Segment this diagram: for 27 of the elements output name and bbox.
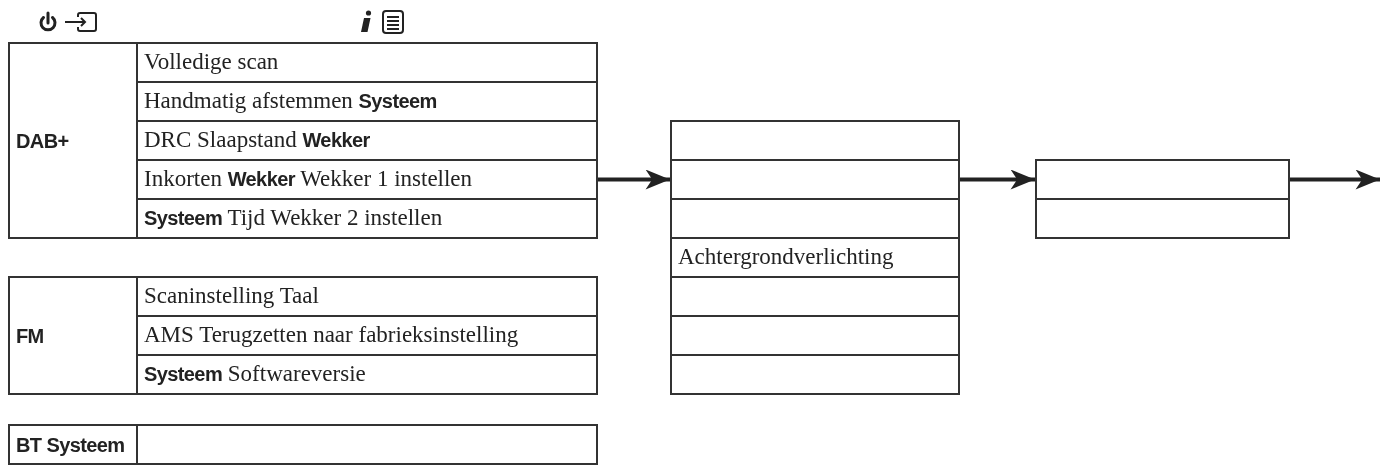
source-label: FM [16,324,44,347]
empty-menu-row [670,354,960,395]
empty-menu-row [1035,159,1290,200]
menu-option-text: Systeem Tijd Wekker 2 instellen [144,205,443,232]
empty-menu-row [670,120,960,161]
menu-option-text: Volledige scan [144,49,279,76]
empty-menu-row [670,315,960,356]
menu-option-text: Achtergrondverlichting [678,244,894,271]
menu-group-box [8,424,598,465]
empty-menu-row [670,159,960,200]
empty-menu-row [670,198,960,239]
menu-option-text: AMS Terugzetten naar fabrieksinstelling [144,322,519,349]
menu-option-text: Inkorten Wekker Wekker 1 instellen [144,166,473,193]
empty-menu-row [670,276,960,317]
arrow [1290,169,1380,190]
menu-group-box [8,276,598,395]
empty-menu-row [1035,198,1290,239]
menu-group-box [8,42,598,239]
menu-option-text: Systeem Softwareversie [144,361,366,388]
source-label: DAB+ [16,129,69,152]
menu-row [670,237,960,278]
menu-option-text: DRC Slaapstand Wekker [144,127,370,154]
arrow [598,169,670,190]
arrow [960,169,1035,190]
menu-option-text: Scaninstelling Taal [144,283,319,310]
source-label: BT Systeem [16,433,125,456]
menu-option-text: Handmatig afstemmen Systeem [144,88,437,115]
